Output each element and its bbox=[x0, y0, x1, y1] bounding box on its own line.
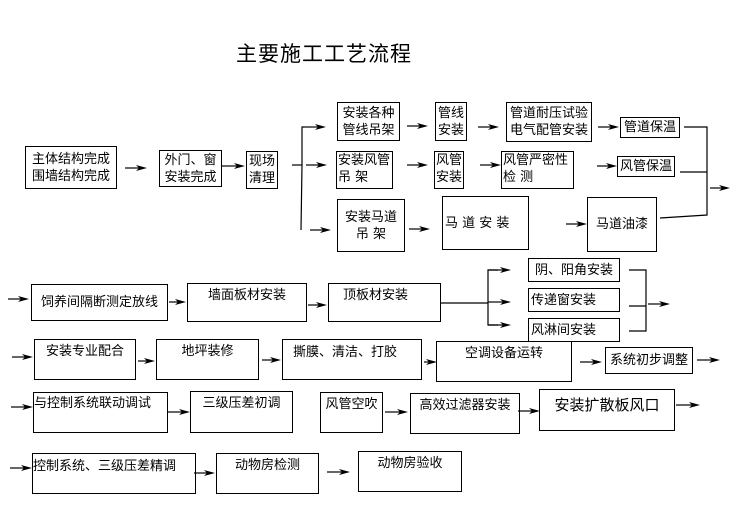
step-control-linkage-test: 与控制系统联动调试 bbox=[33, 392, 168, 433]
step-partition-layout: 饲养间隔断测定放线 bbox=[31, 284, 168, 321]
arrow-right-icon bbox=[167, 409, 190, 415]
step-structure-complete: 主体结构完成 围墙结构完成 bbox=[25, 146, 117, 189]
arrow-right-icon bbox=[407, 123, 428, 129]
step-hepa-install: 高效过滤器安装 bbox=[410, 393, 520, 434]
arrow-right-icon bbox=[222, 163, 245, 169]
arrow-right-icon bbox=[12, 354, 33, 360]
arrow-right-icon bbox=[10, 465, 32, 471]
step-hvac-run: 空调设备运转 bbox=[436, 341, 572, 382]
step-walkway-install: 马 道 安 装 bbox=[442, 196, 529, 250]
step-specialty-coordination: 安装专业配合 bbox=[34, 339, 136, 380]
step-pressure-initial-tune: 三级压差初调 bbox=[190, 391, 293, 433]
arrow-right-icon bbox=[697, 357, 720, 363]
arrow-right-icon bbox=[310, 227, 331, 233]
arrow-right-icon bbox=[11, 404, 33, 410]
arrow-right-icon bbox=[676, 402, 700, 408]
step-site-clean: 现场 清理 bbox=[246, 151, 278, 189]
step-corner-install: 阴、阳角安装 bbox=[528, 258, 620, 282]
arrow-right-icon bbox=[306, 162, 327, 168]
arrow-right-icon bbox=[125, 165, 147, 171]
step-pipe-test: 管道耐压试验 电气配管安装 bbox=[506, 102, 592, 142]
arrow-right-icon bbox=[566, 221, 587, 227]
step-floor-finish: 地坪装修 bbox=[156, 339, 259, 380]
arrow-right-icon bbox=[194, 470, 215, 476]
arrow-right-icon bbox=[598, 124, 619, 130]
step-film-clean-seal: 撕膜、清洁、打胶 bbox=[282, 339, 422, 380]
step-walkway-hanger: 安装马道 吊 架 bbox=[337, 199, 405, 252]
step-duct-hanger: 安装风管 吊 架 bbox=[336, 151, 393, 189]
step-facility-inspection: 动物房检测 bbox=[216, 453, 319, 494]
step-system-initial-adjust: 系统初步调整 bbox=[605, 347, 693, 374]
arrow-right-icon bbox=[169, 299, 186, 305]
step-duct-install: 风管 安装 bbox=[434, 151, 464, 189]
connector-lines bbox=[292, 126, 708, 332]
step-walkway-paint: 马道油漆 bbox=[587, 197, 657, 252]
step-duct-purge: 风管空吹 bbox=[320, 392, 383, 433]
step-control-fine-tune: 控制系统、三级压差精调 bbox=[32, 453, 196, 494]
step-pipe-install: 管线 安装 bbox=[435, 102, 467, 141]
step-pipe-insulation: 管道保温 bbox=[620, 117, 680, 138]
page-title: 主要施工工艺流程 bbox=[236, 42, 412, 66]
step-airshower-install: 风淋间安装 bbox=[528, 318, 620, 342]
arrow-right-icon bbox=[580, 359, 602, 365]
arrow-right-icon bbox=[8, 296, 29, 302]
step-ceiling-panels: 顶板材安装 bbox=[328, 283, 441, 322]
step-passbox-install: 传递窗安装 bbox=[528, 288, 620, 312]
arrow-right-icon bbox=[385, 409, 408, 415]
arrow-right-icon bbox=[488, 267, 511, 273]
arrow-right-icon bbox=[597, 163, 617, 169]
arrow-right-icon bbox=[305, 124, 326, 130]
arrow-right-icon bbox=[518, 408, 540, 414]
arrow-right-icon bbox=[480, 162, 501, 168]
arrow-right-icon bbox=[488, 322, 511, 328]
step-duct-test: 风管严密性 检 测 bbox=[501, 151, 574, 189]
step-pipe-hanger: 安装各种 管线吊架 bbox=[337, 102, 400, 141]
arrow-group bbox=[8, 123, 730, 476]
arrow-right-icon bbox=[327, 469, 350, 475]
arrow-right-icon bbox=[407, 162, 428, 168]
arrow-right-icon bbox=[478, 124, 499, 130]
arrow-right-icon bbox=[138, 358, 155, 364]
step-duct-insulation: 风管保温 bbox=[617, 156, 675, 177]
arrow-right-icon bbox=[488, 299, 511, 305]
arrow-right-icon bbox=[710, 185, 730, 191]
arrow-right-icon bbox=[424, 359, 437, 365]
arrow-right-icon bbox=[262, 357, 281, 363]
step-doors-windows: 外门、窗 安装完成 bbox=[159, 150, 222, 187]
step-diffuser-install: 安装扩散板风口 bbox=[539, 389, 675, 431]
arrow-right-icon bbox=[308, 302, 327, 308]
arrow-right-icon bbox=[648, 301, 670, 307]
step-facility-acceptance: 动物房验收 bbox=[358, 451, 462, 492]
arrow-right-icon bbox=[409, 226, 430, 232]
step-wall-panels: 墙面板材安装 bbox=[187, 283, 307, 322]
